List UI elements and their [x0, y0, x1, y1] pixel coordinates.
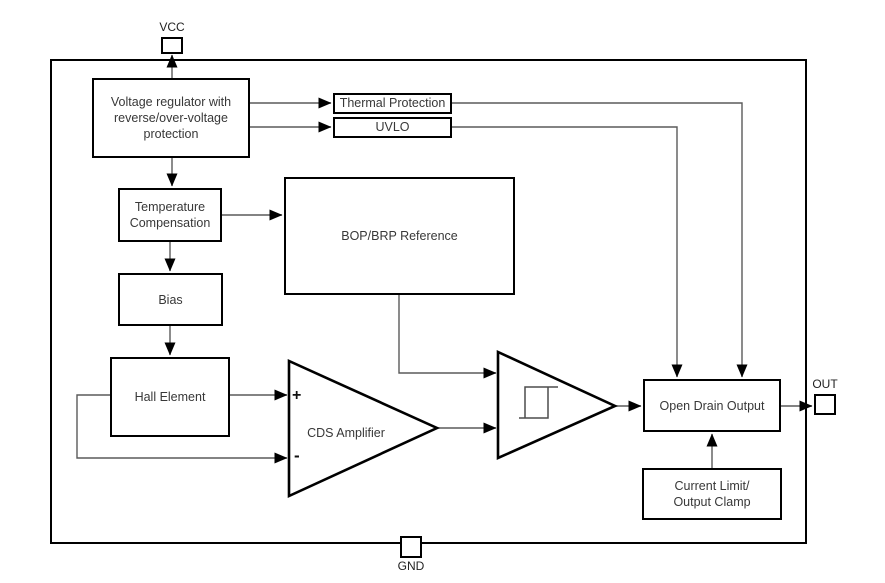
vcc-pin-pad — [161, 37, 183, 54]
wire-bop-brp-to-comparator — [398, 295, 497, 379]
amplifier-plus-input-label: + — [292, 387, 302, 404]
block-voltage-regulator: Voltage regulator with reverse/over-volt… — [92, 78, 250, 158]
out-pin-pad — [814, 394, 836, 415]
block-uvlo: UVLO — [333, 117, 452, 138]
gnd-pin-label: GND — [397, 559, 425, 573]
hysteresis-icon — [519, 386, 558, 419]
block-temperature-compensation: Temperature Compensation — [118, 188, 222, 242]
comparator-triangle — [496, 349, 619, 461]
wire-thermal-to-open-drain — [452, 102, 748, 378]
block-current-limit-output-clamp: Current Limit/ Output Clamp — [642, 468, 782, 520]
chip-boundary — [50, 59, 807, 544]
amplifier-minus-input-label: - — [294, 446, 300, 465]
wire-hall-to-amplifier-minus — [76, 394, 288, 464]
block-bias: Bias — [118, 273, 223, 326]
out-pin-label: OUT — [812, 377, 838, 391]
block-hall-element: Hall Element — [110, 357, 230, 437]
block-thermal-protection: Thermal Protection — [333, 93, 452, 114]
block-bop-brp-reference: BOP/BRP Reference — [284, 177, 515, 295]
wire-uvlo-to-open-drain — [452, 126, 683, 378]
vcc-pin-label: VCC — [159, 20, 185, 34]
block-open-drain-output: Open Drain Output — [643, 379, 781, 432]
cds-amplifier-label: CDS Amplifier — [307, 426, 385, 440]
gnd-pin-pad — [400, 536, 422, 558]
cds-amplifier-triangle — [287, 358, 441, 499]
